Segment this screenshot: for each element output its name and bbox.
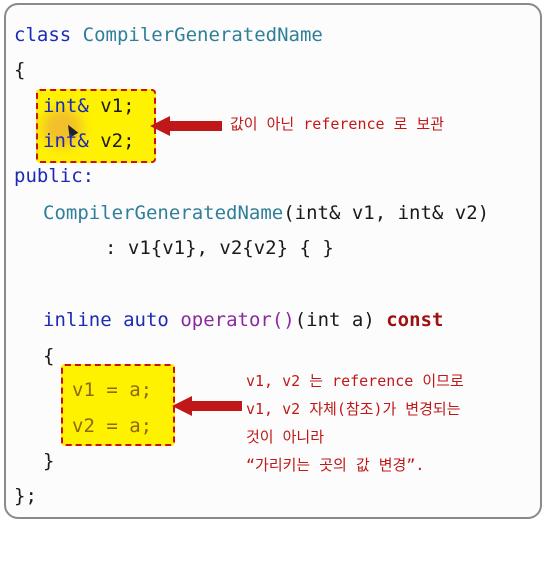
- public-access-specifier: public:: [14, 165, 95, 187]
- init-colon: :: [105, 237, 117, 259]
- reference-explanation-line-3: 것이 아니라: [246, 428, 325, 446]
- auto-keyword: auto: [123, 309, 169, 331]
- assign-v2-line: v2 = a;: [72, 415, 153, 437]
- code-block: class CompilerGeneratedName { int& v1; i…: [14, 21, 489, 507]
- member-v1-line: int& v1;: [43, 92, 135, 120]
- class-declaration-line: class CompilerGeneratedName: [14, 21, 323, 49]
- const-keyword: const: [386, 309, 444, 331]
- operator-params: (int a): [294, 309, 375, 331]
- arrow-left-icon: [150, 116, 222, 136]
- member2-name: v2;: [100, 130, 135, 152]
- assign-v1-line: v1 = a;: [72, 379, 153, 401]
- reference-explanation-line-2: v1, v2 자체(참조)가 변경되는: [246, 400, 461, 418]
- reference-storage-note: 값이 아닌 reference 로 보관: [230, 115, 445, 133]
- member1-type: int&: [43, 95, 89, 117]
- class-keyword: class: [14, 24, 72, 46]
- initializer-list-line: : v1{v1}, v2{v2} { }: [105, 234, 334, 262]
- operator-name: operator(): [180, 309, 295, 331]
- init-list: v1{v1}, v2{v2} { }: [127, 237, 334, 259]
- member2-type: int&: [43, 130, 89, 152]
- operator-line: inline auto operator()(int a) const: [43, 306, 443, 334]
- constructor-line: CompilerGeneratedName(int& v1, int& v2): [43, 199, 489, 227]
- class-name: CompilerGeneratedName: [82, 24, 323, 46]
- pointer-glow: [42, 108, 82, 148]
- constructor-name: CompilerGeneratedName: [43, 202, 284, 224]
- member-v2-line: int& v2;: [43, 127, 135, 155]
- operator-brace-close: }: [43, 450, 55, 472]
- inline-keyword: inline: [43, 309, 112, 331]
- class-brace-open: {: [14, 59, 26, 81]
- member1-name: v1;: [100, 95, 135, 117]
- reference-explanation-line-1: v1, v2 는 reference 이므로: [246, 372, 464, 390]
- reference-explanation-line-4: “가리키는 곳의 값 변경”.: [246, 456, 425, 474]
- assignment-highlight-box: [61, 364, 175, 446]
- constructor-params: (int& v1, int& v2): [283, 202, 490, 224]
- class-brace-close: };: [14, 485, 37, 507]
- operator-brace-open: {: [43, 345, 55, 367]
- arrow-left-icon: [172, 396, 242, 416]
